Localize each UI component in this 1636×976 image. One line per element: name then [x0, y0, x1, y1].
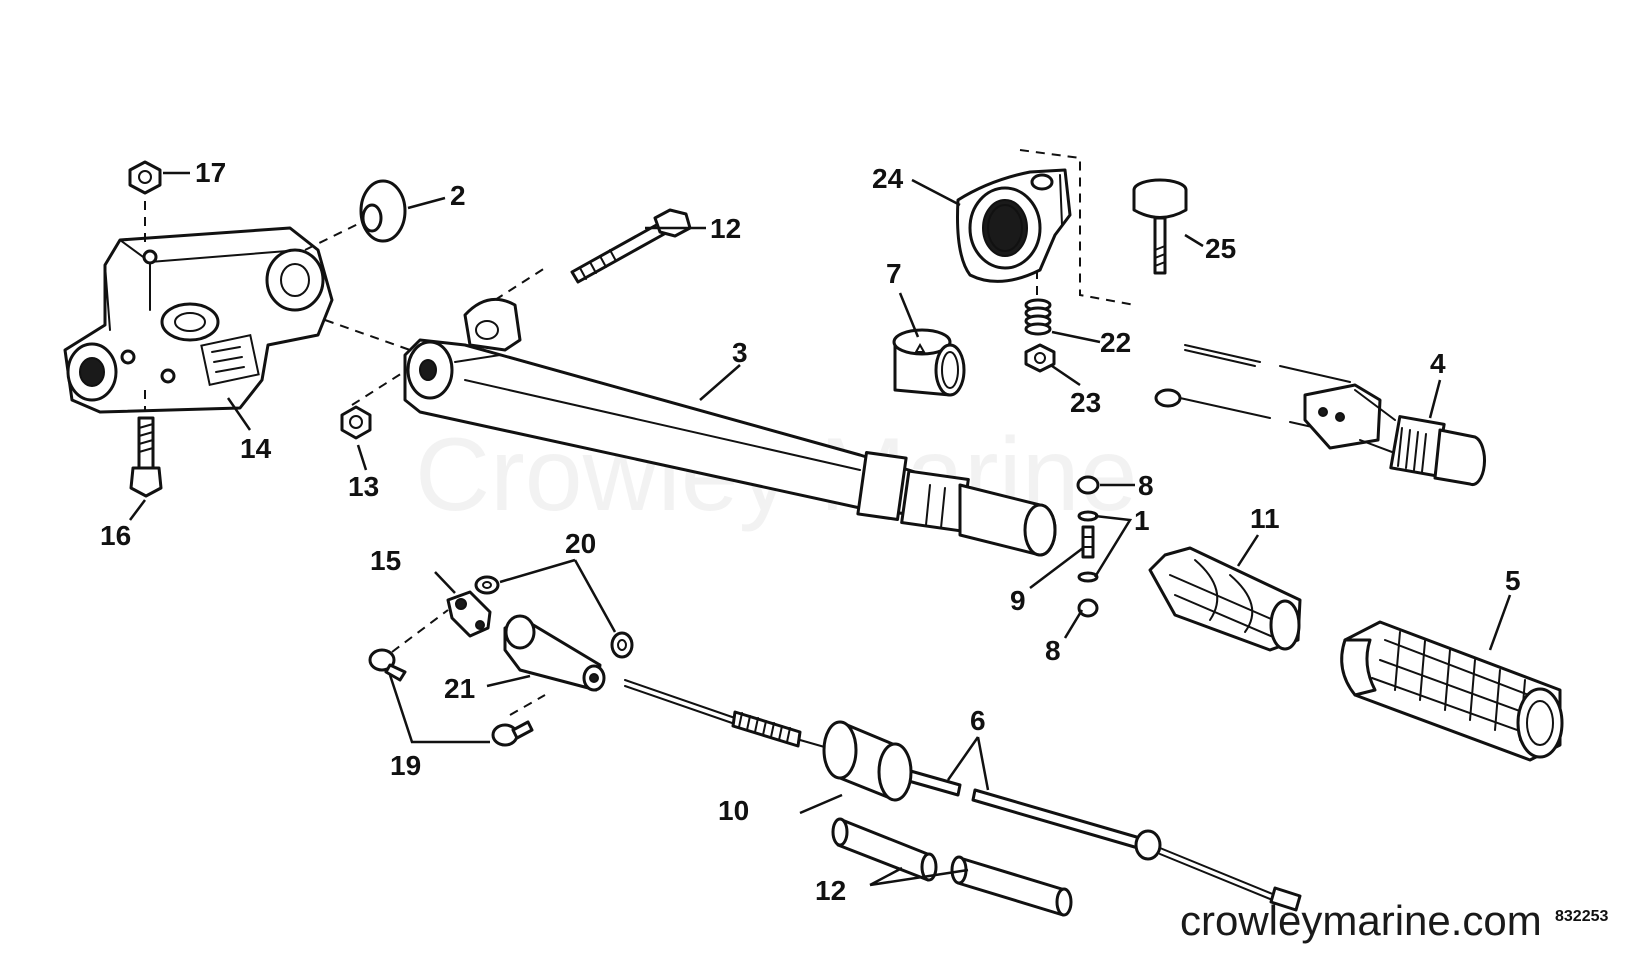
callout-23: 22 [1100, 327, 1131, 358]
callout-15: 14 [240, 433, 272, 464]
part-14-nut [340, 405, 372, 440]
callout-21: 21 [444, 673, 475, 704]
callout-3: 3 [732, 337, 748, 368]
part-10-cylinder [822, 720, 913, 802]
callout-12: 12 [815, 875, 846, 906]
callout-10: 10 [718, 795, 749, 826]
part-12-sleeve-a [831, 817, 938, 882]
callout-5: 5 [1505, 565, 1521, 596]
part-17-bolt [129, 416, 163, 498]
assembly-line-2 [304, 221, 363, 251]
part-24-nut [1024, 343, 1056, 373]
assembly-line-19b [509, 694, 546, 716]
part-16-clamp [446, 590, 492, 638]
part-8-bottom-cap [1077, 598, 1099, 618]
callout-1: 1 [1134, 505, 1150, 536]
callout-17: 16 [100, 520, 131, 551]
callout-25: 25 [1205, 233, 1236, 264]
assembly-line-13 [494, 267, 546, 301]
part-25-knob [1132, 178, 1188, 275]
part-1-washer-top [1077, 510, 1099, 522]
part-1-washer-bottom [1077, 571, 1099, 583]
part-9-pin [1081, 525, 1095, 559]
part-23-spring [1024, 298, 1052, 336]
callout-22: 24 [872, 163, 904, 194]
callout-7: 7 [886, 258, 902, 289]
callout-8-bottom: 8 [1045, 635, 1061, 666]
callout-18: 17 [195, 157, 226, 188]
part-20-washer-a [474, 575, 500, 595]
part-12-sleeve-b [950, 855, 1073, 917]
part-18-nut [128, 160, 162, 195]
part-4-cable-assembly [1154, 344, 1487, 486]
part-21-link [503, 614, 606, 692]
part-2-washer [359, 179, 407, 243]
part-6-cable-shaft [624, 679, 1302, 912]
part-19-screw-b [491, 720, 534, 747]
callout-19: 19 [390, 750, 421, 781]
part-8-top-cap [1076, 475, 1100, 495]
callout-24: 23 [1070, 387, 1101, 418]
part-19-screw-a [368, 648, 407, 682]
callout-2: 2 [450, 180, 466, 211]
part-3-tiller-arm [403, 297, 1057, 557]
assembly-line-15-3 [324, 319, 411, 351]
callout-labels: 17 2 12 3 13 14 16 24 25 7 22 23 4 8 1 9… [100, 157, 1521, 906]
drawing-code: 832253 [1555, 908, 1608, 925]
part-13-bolt [570, 208, 692, 284]
callout-9: 9 [1010, 585, 1026, 616]
part-22-housing [956, 168, 1072, 283]
leader-lines [129, 171, 1512, 887]
callout-8-top: 8 [1138, 470, 1154, 501]
website-text: crowleymarine.com [1180, 897, 1542, 944]
part-15-steering-bracket [63, 226, 334, 414]
callout-16: 15 [370, 545, 401, 576]
callout-14: 13 [348, 471, 379, 502]
part-7-bushing [892, 328, 966, 397]
assembly-line-19a [391, 609, 449, 653]
callout-4: 4 [1430, 348, 1446, 379]
assembly-line-22-25 [1019, 149, 1136, 306]
callout-20: 20 [565, 528, 596, 559]
callout-6: 6 [970, 705, 986, 736]
callout-13: 12 [710, 213, 741, 244]
assembly-line-14 [351, 367, 411, 406]
callout-11: 11 [1250, 503, 1280, 534]
part-11-grip-sleeve [1148, 546, 1302, 652]
part-5-handle-grip [1340, 620, 1564, 762]
part-20-washer-b [610, 631, 634, 659]
